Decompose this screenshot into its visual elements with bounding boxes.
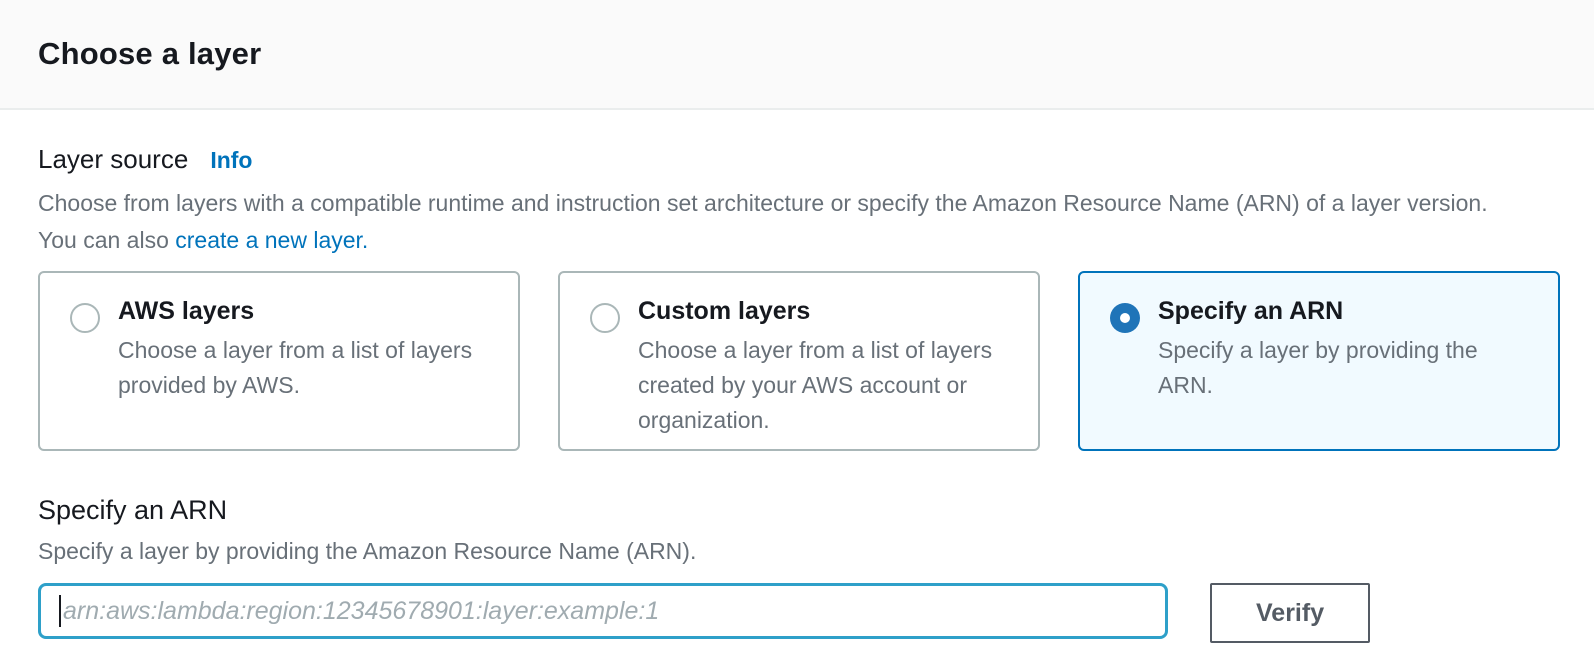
specify-arn-section: Specify an ARN Specify a layer by provid… [38,495,1560,643]
radio-button-selected-icon[interactable] [1110,303,1140,333]
card-title: Custom layers [638,297,811,325]
layer-source-description-text: Choose from layers with a compatible run… [38,190,1488,253]
specify-arn-heading: Specify an ARN [38,495,228,525]
layer-source-label: Layer source [38,144,189,174]
arn-input[interactable] [38,583,1168,639]
card-title: AWS layers [118,297,255,325]
card-description: Choose a layer from a list of layers cre… [638,337,993,433]
card-custom-layers[interactable]: Custom layers Choose a layer from a list… [558,271,1040,451]
choose-layer-panel: Layer source Info Choose from layers wit… [0,110,1594,643]
radio-button-unselected-icon[interactable] [590,303,620,333]
create-new-layer-link[interactable]: create a new layer. [175,227,369,253]
page-header: Choose a layer [0,0,1594,110]
card-description: Specify a layer by providing the ARN. [1158,337,1478,398]
arn-input-row: Verify [38,583,1560,643]
card-content: Specify an ARN Specify a layer by provid… [1158,297,1534,403]
card-content: Custom layers Choose a layer from a list… [638,297,1014,438]
card-title: Specify an ARN [1158,297,1344,325]
info-link[interactable]: Info [210,147,253,173]
page-title: Choose a layer [38,36,262,71]
card-content: AWS layers Choose a layer from a list of… [118,297,494,403]
layer-source-description: Choose from layers with a compatible run… [38,185,1518,259]
layer-source-header: Layer source Info [38,144,1560,175]
card-aws-layers[interactable]: AWS layers Choose a layer from a list of… [38,271,520,451]
specify-arn-description: Specify a layer by providing the Amazon … [38,538,697,564]
arn-input-wrap [38,583,1168,639]
layer-source-options: AWS layers Choose a layer from a list of… [38,271,1560,451]
verify-button[interactable]: Verify [1210,583,1371,643]
card-description: Choose a layer from a list of layers pro… [118,337,473,398]
card-specify-an-arn[interactable]: Specify an ARN Specify a layer by provid… [1078,271,1560,451]
radio-button-unselected-icon[interactable] [70,303,100,333]
text-cursor [59,595,61,627]
